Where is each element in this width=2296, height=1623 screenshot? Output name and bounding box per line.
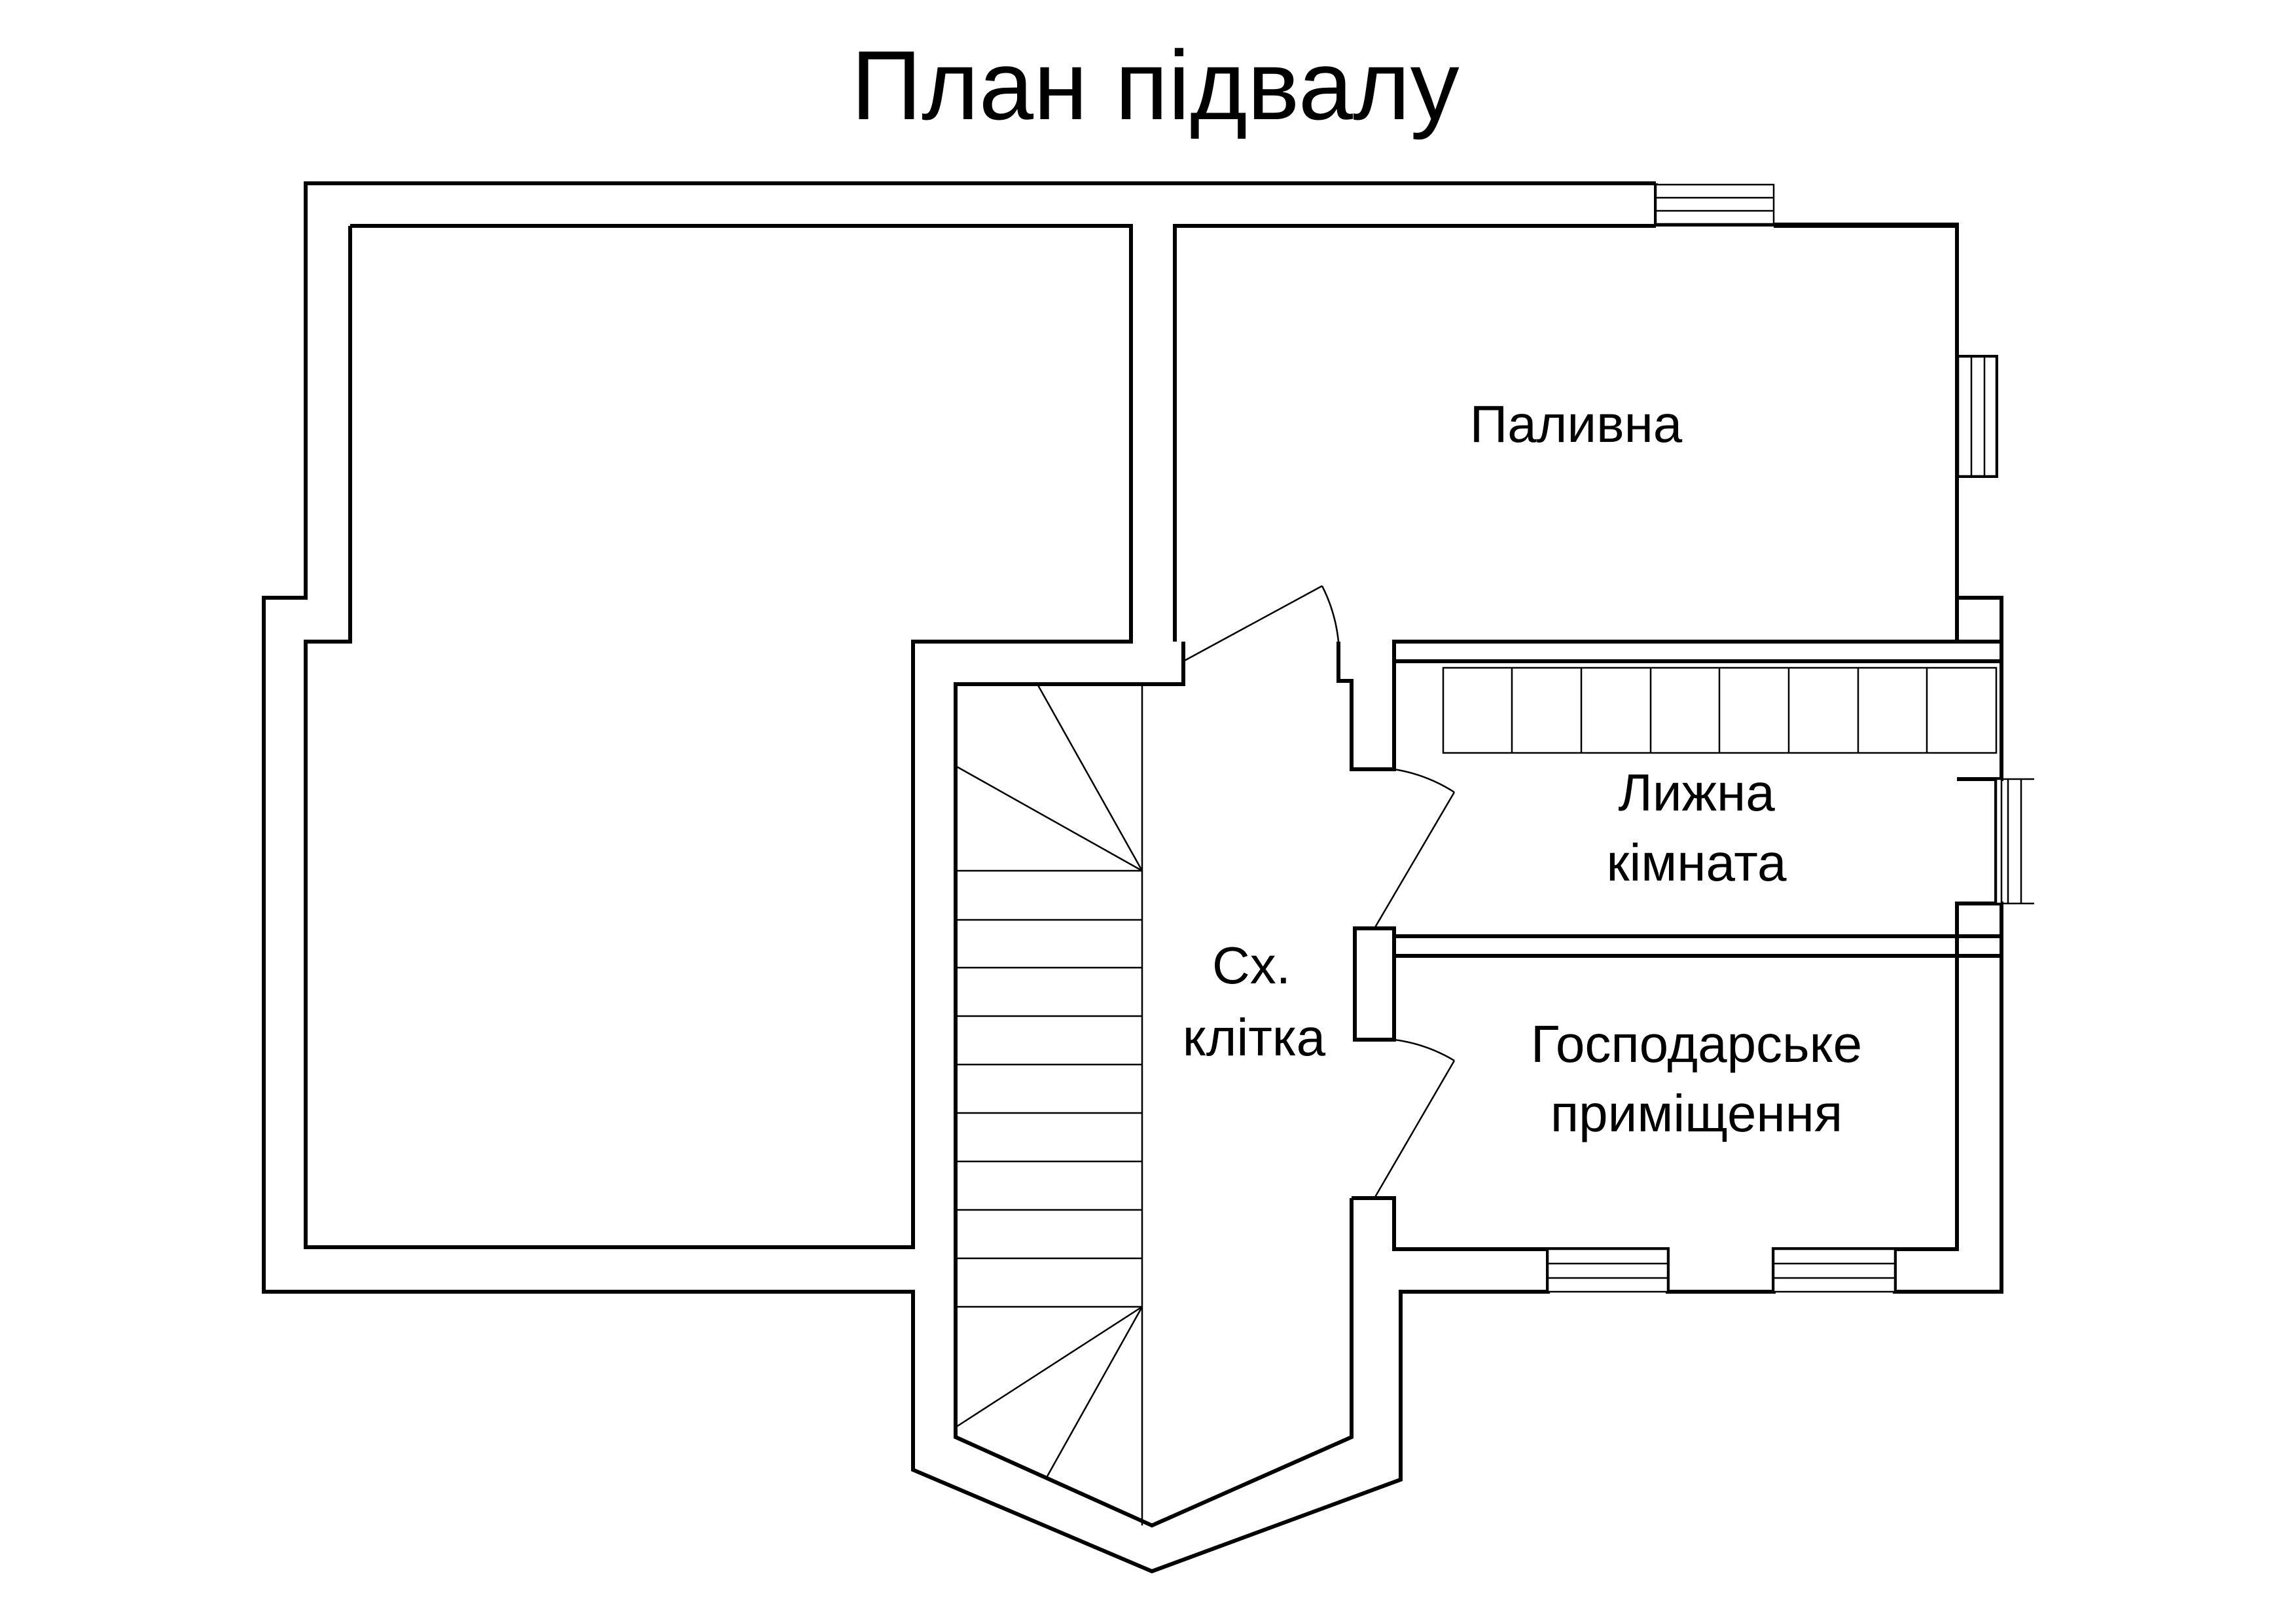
staircase [955,684,1143,1525]
plan-title: План підвалу [851,30,1459,140]
room-label-ski-line2: кімната [1607,833,1787,892]
large-room-inner-wall [304,224,1133,1249]
partition-ski-utility [1392,934,2003,958]
room-label-utility-line2: приміщення [1551,1084,1842,1142]
room-label-boiler: Паливна [1470,395,1683,453]
stair-hall-right-wall [1336,642,1396,771]
room-label-stair-line1: Сх. [1212,936,1291,994]
room-label-stair-line2: клітка [1183,1008,1326,1067]
window-right-ski [1995,778,2034,905]
ski-rack [1442,666,1998,754]
utility-room-inner-wall [1352,1196,1548,1251]
room-label-utility-line1: Господарське [1531,1015,1862,1073]
window-right-boiler [1957,356,1998,477]
door-boiler-swing [1183,585,1340,663]
door-ski-swing [1373,768,1456,929]
door-pier [1353,926,1396,1042]
boiler-room-inner-wall [1173,224,1656,642]
window-bottom-right [1772,1248,1896,1293]
stair-hall-inner-wall [954,642,1354,1528]
room-label-ski-line1: Лижна [1618,763,1775,822]
utility-room-right-wall [1895,902,2001,1251]
window-bottom-left [1547,1248,1669,1293]
window-top [1655,183,1775,225]
partition-boiler-ski [1392,640,2003,663]
door-utility-swing [1373,1038,1456,1199]
